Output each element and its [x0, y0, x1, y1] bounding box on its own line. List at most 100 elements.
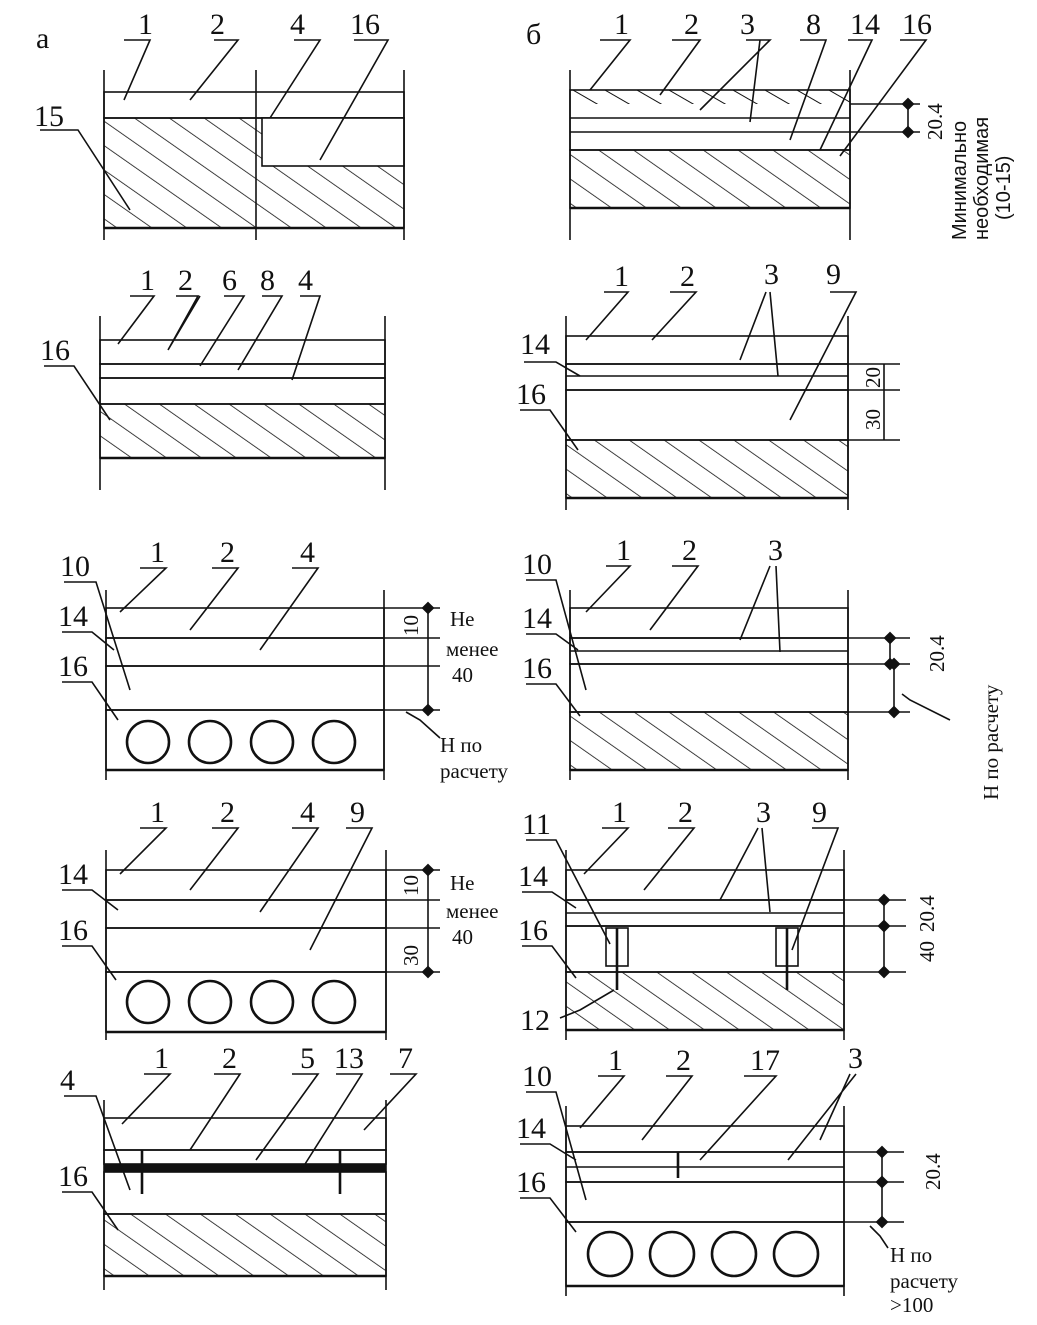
callout: 4 [298, 264, 313, 297]
callout: 16 [516, 378, 546, 411]
callout: 14 [58, 858, 88, 891]
callout: 16 [518, 914, 548, 947]
callout: 3 [756, 796, 771, 829]
note-line: расчету [890, 1269, 959, 1293]
panel-a: а 1 2 4 16 15 [34, 8, 405, 240]
dimension: 20.4 [921, 1153, 945, 1190]
note-line: Минимально [949, 121, 971, 240]
panel-a3: 10 Не менее 40 Н по расчету 10 1 2 4 14 … [58, 536, 509, 783]
callout: 14 [58, 600, 88, 633]
dimension: 30 [399, 945, 423, 966]
note-line: менее [446, 637, 499, 661]
panel-a4: 10 30 Не менее 40 1 2 4 9 14 16 [58, 796, 499, 1040]
callout: 12 [520, 1004, 550, 1037]
callout: 8 [260, 264, 275, 297]
callout: 2 [684, 8, 699, 41]
callout: 14 [520, 328, 550, 361]
callout: 16 [516, 1166, 546, 1199]
callout: 1 [612, 796, 627, 829]
callout: 1 [150, 796, 165, 829]
callout: 11 [522, 808, 551, 841]
note-line: Н по [440, 733, 482, 757]
callout: 1 [616, 534, 631, 567]
callout: 1 [150, 536, 165, 569]
panel-b: б 1 2 3 8 14 16 20.4 Минимально необходи… [526, 8, 1015, 240]
callout: 4 [300, 536, 315, 569]
callout: 9 [812, 796, 827, 829]
panel-b5: 20.4 Н по расчету >100 10 1 2 17 3 14 16 [516, 1042, 959, 1317]
callout: 14 [516, 1112, 546, 1145]
callout: 1 [138, 8, 153, 41]
callout: 16 [58, 650, 88, 683]
callout: 16 [40, 334, 70, 367]
note-line: Н по [890, 1243, 932, 1267]
callout: 2 [220, 796, 235, 829]
dimension: 30 [861, 409, 885, 430]
callout: 14 [522, 602, 552, 635]
dimension: 20.4 [925, 635, 949, 672]
note-line: Не [450, 871, 475, 895]
callout: 1 [608, 1044, 623, 1077]
dimension: 20 [861, 367, 885, 388]
panel-b3: 20.4 Н по расчету 10 1 2 3 14 16 [522, 534, 1003, 800]
callout: 2 [676, 1044, 691, 1077]
note-line: (10-15) [993, 156, 1015, 220]
note-line: >100 [890, 1293, 933, 1317]
panel-a5: 4 1 2 5 13 7 16 [58, 1042, 418, 1290]
callout: 1 [140, 264, 155, 297]
callout: 8 [806, 8, 821, 41]
note-line: менее [446, 899, 499, 923]
callout: 4 [300, 796, 315, 829]
callout: 3 [740, 8, 755, 41]
dimension: 10 [399, 875, 423, 896]
dimension: 10 [399, 615, 423, 636]
callout: 17 [750, 1044, 780, 1077]
callout: 7 [398, 1042, 413, 1075]
callout: 3 [764, 258, 779, 291]
panel-b2: 20 30 1 2 3 9 14 16 [516, 258, 900, 510]
panel-b-title: б [526, 18, 541, 51]
callout: 10 [522, 548, 552, 581]
callout: 16 [58, 1160, 88, 1193]
callout: 4 [60, 1064, 75, 1097]
callout: 2 [682, 534, 697, 567]
callout: 10 [522, 1060, 552, 1093]
callout: 2 [678, 796, 693, 829]
panel-b-note: Минимально необходимая (10-15) [949, 117, 1015, 240]
note-line: Н по расчету [979, 684, 1003, 800]
note-line: Не [450, 607, 475, 631]
callout: 16 [522, 652, 552, 685]
dimension: 20.4 [923, 103, 947, 140]
callout: 16 [58, 914, 88, 947]
note-line: 40 [452, 925, 473, 949]
callout: 9 [350, 796, 365, 829]
callout: 3 [848, 1042, 863, 1075]
callout: 2 [220, 536, 235, 569]
callout: 14 [518, 860, 548, 893]
callout: 5 [300, 1042, 315, 1075]
callout: 6 [222, 264, 237, 297]
callout: 16 [350, 8, 380, 41]
note-line: необходимая [971, 117, 993, 240]
dimension: 20.4 [915, 895, 939, 932]
callout: 9 [826, 258, 841, 291]
callout: 1 [154, 1042, 169, 1075]
callout: 16 [902, 8, 932, 41]
callout: 10 [60, 550, 90, 583]
callout: 13 [334, 1042, 364, 1075]
callout: 2 [680, 260, 695, 293]
callout: 4 [290, 8, 305, 41]
note-line: расчету [440, 759, 509, 783]
callout: 2 [178, 264, 193, 297]
callout: 2 [222, 1042, 237, 1075]
callout: 2 [210, 8, 225, 41]
callout: 1 [614, 8, 629, 41]
callout: 1 [614, 260, 629, 293]
dimension: 40 [915, 941, 939, 962]
callout: 3 [768, 534, 783, 567]
panel-a-title: а [36, 22, 49, 55]
panel-b4: 20.4 40 11 1 2 3 9 14 16 12 [518, 796, 939, 1040]
panel-a2: 1 2 6 8 4 16 [40, 264, 386, 490]
callout: 14 [850, 8, 880, 41]
